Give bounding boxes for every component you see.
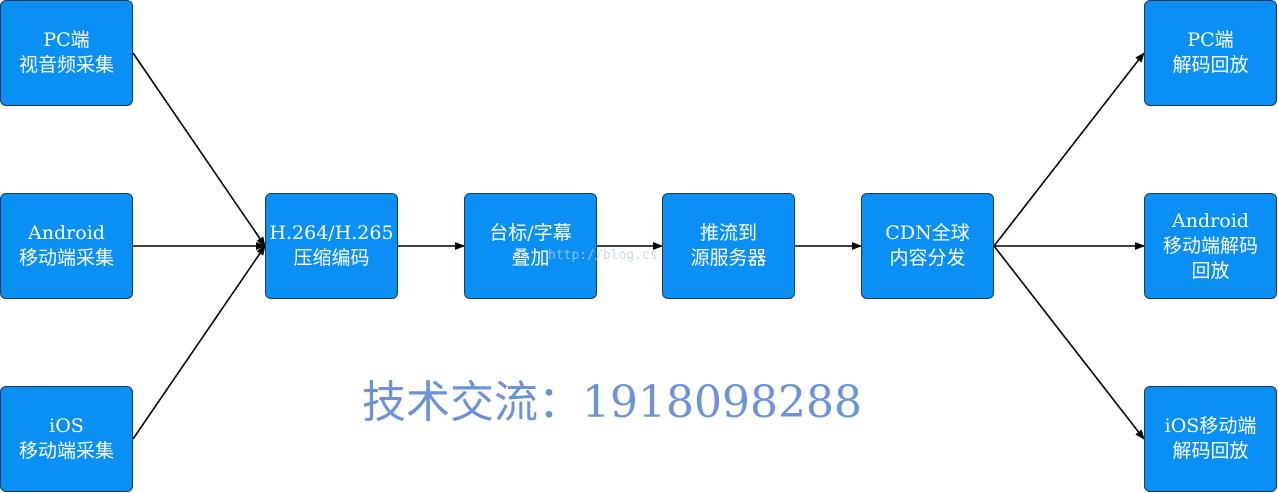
node-android-capture[interactable]: Android 移动端采集	[0, 193, 133, 299]
node-line: 移动端采集	[18, 247, 114, 269]
node-encode[interactable]: H.264/H.265 压缩编码	[265, 193, 398, 299]
node-line: Android	[1172, 209, 1249, 232]
node-line: H.264/H.265	[269, 222, 394, 244]
node-line: 叠加	[511, 247, 550, 269]
node-pc-decode[interactable]: PC端 解码回放	[1144, 0, 1277, 106]
node-cdn[interactable]: CDN全球 内容分发	[861, 193, 994, 299]
node-line: iOS	[49, 415, 84, 437]
contact-text: 技术交流：1918098288	[362, 377, 862, 428]
node-line: 内容分发	[889, 247, 966, 269]
node-line: 移动端采集	[18, 440, 114, 462]
node-line: 回放	[1191, 259, 1230, 282]
node-line: CDN全球	[885, 222, 970, 244]
node-line: Android	[28, 222, 105, 244]
node-ios-capture[interactable]: iOS 移动端采集	[0, 386, 133, 492]
edge-ios_capture-to-encode	[132, 245, 266, 440]
node-line: 移动端解码	[1162, 234, 1258, 257]
node-line: 视音频采集	[18, 54, 114, 76]
edge-cdn-to-pc_decode	[993, 52, 1145, 247]
node-android-decode[interactable]: Android 移动端解码 回放	[1144, 193, 1277, 299]
node-push[interactable]: 推流到 源服务器	[662, 193, 795, 299]
node-line: 解码回放	[1172, 440, 1249, 462]
edge-pc_capture-to-encode	[132, 52, 266, 247]
node-line: PC端	[43, 29, 90, 51]
watermark-text: http://blog.cs	[548, 248, 658, 263]
node-overlay[interactable]: 台标/字幕 叠加	[464, 193, 597, 299]
node-line: 解码回放	[1172, 54, 1249, 76]
edge-cdn-to-ios_decode	[993, 245, 1145, 440]
node-line: iOS移动端	[1164, 415, 1257, 437]
node-line: 台标/字幕	[489, 222, 572, 244]
node-line: PC端	[1187, 29, 1234, 51]
node-line: 压缩编码	[293, 247, 370, 269]
node-pc-capture[interactable]: PC端 视音频采集	[0, 0, 133, 106]
node-line: 源服务器	[690, 247, 767, 269]
node-line: 推流到	[699, 222, 757, 244]
node-ios-decode[interactable]: iOS移动端 解码回放	[1144, 386, 1277, 492]
